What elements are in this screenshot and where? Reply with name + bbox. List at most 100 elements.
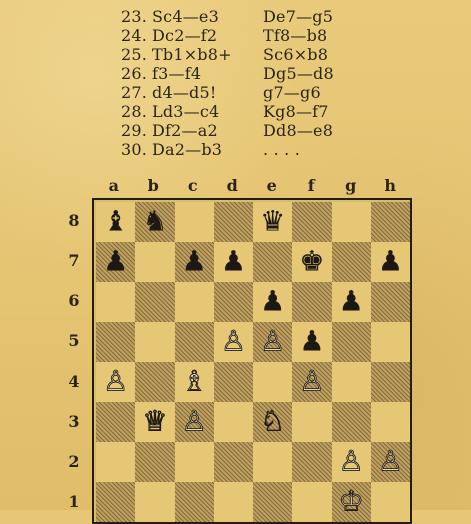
black-pawn-icon: ♟ (378, 247, 403, 275)
rank-label-5: 5 (65, 331, 83, 350)
square-b2 (135, 442, 174, 482)
square-a7: ♟ (96, 242, 135, 282)
move-row-24: 24. Dc2—f2 Tf8—b8 (104, 26, 366, 45)
move-row-27: 27. d4—d5! g7—g6 (104, 83, 366, 102)
move-number: 30. (104, 140, 152, 159)
square-g5 (332, 322, 371, 362)
black-king-icon: ♚ (299, 247, 324, 275)
square-d1 (214, 482, 253, 522)
white-move: Dc2—f2 (152, 26, 263, 45)
white-pawn-icon: ♙ (339, 447, 364, 475)
square-e7 (253, 242, 292, 282)
move-row-25: 25. Tb1×b8+ Sc6×b8 (104, 45, 366, 64)
square-c2 (175, 442, 214, 482)
square-g2: ♙ (332, 442, 371, 482)
rank-label-3: 3 (65, 412, 83, 431)
square-b1 (135, 482, 174, 522)
game-score: 23. Sc4—e3 De7—g5 24. Dc2—f2 Tf8—b8 25. … (104, 7, 366, 159)
black-pawn-icon: ♟ (299, 327, 324, 355)
square-b4 (135, 362, 174, 402)
square-d5: ♙ (214, 322, 253, 362)
square-d3 (214, 402, 253, 442)
chess-board: ♝♞♛♟♟♟♚♟♟♟♙♙♟♙♗♙♕♙♘♙♙♔ (96, 202, 410, 522)
square-e4 (253, 362, 292, 402)
white-pawn-icon: ♙ (182, 407, 207, 435)
square-h1 (371, 482, 410, 522)
white-queen-icon: ♕ (142, 407, 167, 435)
square-e5: ♙ (253, 322, 292, 362)
square-h3 (371, 402, 410, 442)
black-move: Tf8—b8 (263, 26, 366, 45)
file-label-b: b (134, 176, 174, 195)
square-h5 (371, 322, 410, 362)
square-a6 (96, 282, 135, 322)
move-number: 24. (104, 26, 152, 45)
move-number: 28. (104, 102, 152, 121)
black-knight-icon: ♞ (142, 207, 167, 235)
square-c1 (175, 482, 214, 522)
black-pawn-icon: ♟ (103, 247, 128, 275)
move-row-30: 30. Da2—b3 . . . . (104, 140, 366, 159)
move-row-28: 28. Ld3—c4 Kg8—f7 (104, 102, 366, 121)
move-number: 23. (104, 7, 152, 26)
move-number: 26. (104, 64, 152, 83)
square-c3: ♙ (175, 402, 214, 442)
rank-label-1: 1 (65, 492, 83, 511)
square-d6 (214, 282, 253, 322)
square-g1: ♔ (332, 482, 371, 522)
square-g8 (332, 202, 371, 242)
file-label-e: e (252, 176, 292, 195)
square-b8: ♞ (135, 202, 174, 242)
square-g3 (332, 402, 371, 442)
square-h8 (371, 202, 410, 242)
black-queen-icon: ♛ (260, 207, 285, 235)
black-move: Kg8—f7 (263, 102, 366, 121)
white-pawn-icon: ♙ (103, 367, 128, 395)
black-pawn-icon: ♟ (260, 287, 285, 315)
square-a5 (96, 322, 135, 362)
file-label-f: f (292, 176, 332, 195)
white-move: Da2—b3 (152, 140, 263, 159)
square-h7: ♟ (371, 242, 410, 282)
black-bishop-icon: ♝ (103, 207, 128, 235)
square-b5 (135, 322, 174, 362)
square-f1 (292, 482, 331, 522)
move-row-26: 26. f3—f4 Dg5—d8 (104, 64, 366, 83)
rank-label-2: 2 (65, 452, 83, 471)
square-b6 (135, 282, 174, 322)
white-bishop-icon: ♗ (182, 367, 207, 395)
white-pawn-icon: ♙ (378, 447, 403, 475)
move-row-23: 23. Sc4—e3 De7—g5 (104, 7, 366, 26)
square-a4: ♙ (96, 362, 135, 402)
white-king-icon: ♔ (339, 487, 364, 515)
white-move: Sc4—e3 (152, 7, 263, 26)
black-pawn-icon: ♟ (339, 287, 364, 315)
black-move: Sc6×b8 (263, 45, 366, 64)
move-number: 29. (104, 121, 152, 140)
white-pawn-icon: ♙ (260, 327, 285, 355)
square-e2 (253, 442, 292, 482)
black-move: De7—g5 (263, 7, 366, 26)
rank-label-4: 4 (65, 372, 83, 391)
square-d8 (214, 202, 253, 242)
square-d4 (214, 362, 253, 402)
square-d2 (214, 442, 253, 482)
file-label-c: c (173, 176, 213, 195)
square-f5: ♟ (292, 322, 331, 362)
rank-label-7: 7 (65, 251, 83, 270)
file-label-h: h (371, 176, 411, 195)
chess-board-frame: ♝♞♛♟♟♟♚♟♟♟♙♙♟♙♗♙♕♙♘♙♙♔ (92, 198, 412, 524)
square-h2: ♙ (371, 442, 410, 482)
move-number: 27. (104, 83, 152, 102)
white-pawn-icon: ♙ (299, 367, 324, 395)
square-c6 (175, 282, 214, 322)
white-move: f3—f4 (152, 64, 263, 83)
file-label-d: d (213, 176, 253, 195)
file-label-a: a (94, 176, 134, 195)
white-move: Tb1×b8+ (152, 45, 263, 64)
square-e8: ♛ (253, 202, 292, 242)
square-c5 (175, 322, 214, 362)
square-a1 (96, 482, 135, 522)
rank-label-8: 8 (65, 211, 83, 230)
square-e1 (253, 482, 292, 522)
